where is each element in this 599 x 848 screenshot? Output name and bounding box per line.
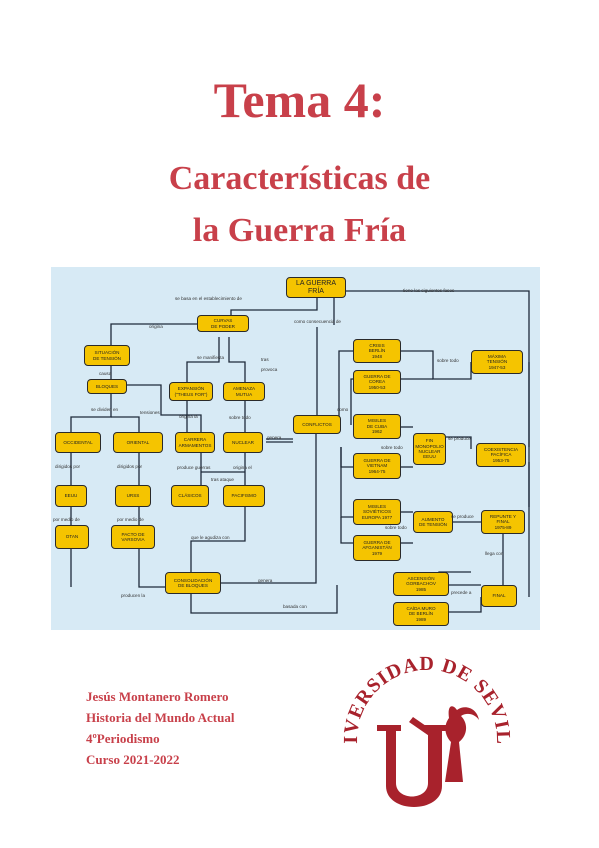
node-carrera-armamentos: CARRERA ARMAMENTOS [175, 432, 215, 453]
label-producen-la: producen la [121, 593, 146, 598]
label-genera-2: genera [258, 578, 273, 583]
title-line-2: la Guerra Fría [192, 212, 407, 249]
author-name: Jesús Montanero Romero [86, 689, 229, 704]
node-bloques: BLOQUES [87, 379, 127, 394]
node-consolidacion: CONSOLIDACIÓN DE BLOQUES [165, 572, 221, 594]
label-se-dividen: se dividen en [91, 407, 119, 412]
label-sobre-todo-2: sobre todo [437, 358, 459, 363]
course-year: Curso 2021-2022 [86, 752, 180, 767]
label-se-produce-1: se produce [448, 436, 471, 441]
title-line-1: Características de [168, 160, 431, 197]
label-tras-ataque: tras ataque [211, 477, 234, 482]
node-expansion: EXPANSIÓN ("THEUS FOR") [169, 382, 213, 401]
label-sobre-todo: sobre todo [229, 415, 251, 420]
node-curvas-poder: CURVAS DE PODER [197, 315, 249, 332]
label-por-medio-2: por medio de [117, 517, 144, 522]
label-produce-guerras: produce guerras [177, 465, 211, 470]
label-tiene-fases: tiene las siguientes fases [403, 288, 455, 293]
node-guerra-afganistan: GUERRA DE AFGANISTÁN 1979 [353, 535, 401, 561]
node-nuclear: NUCLEAR [223, 432, 263, 453]
node-aumento-tension: AUMENTO DE TENSIÓN [413, 511, 453, 533]
label-se-basa: se basa en el establecimiento de [175, 296, 242, 301]
node-amenaza-mutua: AMENAZA MUTUA [223, 382, 265, 401]
node-repunte-final: REPUNTE Y FINAL 1975-89 [481, 510, 525, 534]
node-conflictos: CONFLICTOS [293, 415, 341, 434]
node-otan: OTAN [55, 525, 89, 549]
degree: 4ºPeriodismo [86, 731, 160, 746]
node-situacion-tension: SITUACIÓN DE TENSIÓN [84, 345, 130, 366]
label-dirigidos-por-2: dirigidos por [117, 464, 143, 469]
node-guerra-fria: LA GUERRA FRÍA [286, 277, 346, 298]
node-clasicos: CLÁSICOS [171, 485, 209, 507]
label-precede-a: precede a [451, 590, 472, 595]
title-main: Tema 4: [213, 72, 386, 128]
label-tensiones: tensiones [140, 410, 160, 415]
course-name: Historia del Mundo Actual [86, 710, 235, 725]
label-que-la-agudiza: que le agudiza con [191, 535, 230, 540]
label-causa: causa [99, 371, 112, 376]
node-guerra-vietnam: GUERRA DE VIETNAM 1964-75 [353, 453, 401, 479]
label-origina: origina [149, 324, 163, 329]
label-por-medio-1: por medio de [53, 517, 80, 522]
node-fin-monopolio: FIN MONOPOLIO NUCLEAR EEUU [413, 433, 446, 465]
label-basado-en: basada con [283, 604, 307, 609]
author-block: Jesús Montanero Romero Historia del Mund… [86, 686, 234, 770]
concept-map: LA GUERRA FRÍA CURVAS DE PODER SITUACIÓN… [51, 267, 540, 630]
label-provoca: provoca [261, 367, 278, 372]
label-como: como [337, 407, 349, 412]
label-sobre-todo-4: sobre todo [385, 525, 407, 530]
node-pacifismo: PACIFISMO [223, 485, 265, 507]
node-eeuu: EEUU [55, 485, 87, 507]
node-fin: FINAL [481, 585, 517, 607]
node-misiles-cuba: MISILES DE CUBA 1962 [353, 414, 401, 439]
node-pacto-varsovia: PACTO DE VARSOVIA [111, 525, 155, 549]
label-se-manifiesta: se manifiesta [197, 355, 225, 360]
node-coexistencia: COEXISTENCIA PACÍFICA 1953-75 [476, 443, 526, 467]
concept-map-connectors [70, 290, 530, 614]
node-crisis-berlin: CRISIS BERLÍN 1948 [353, 339, 401, 363]
node-caida-muro: CAÍDA MURO DE BERLÍN 1989 [393, 602, 449, 626]
node-misiles-sovieticos: MISILES SOVIÉTICOS EUROPA 1977 [353, 499, 401, 525]
label-origina-la: origina la [179, 414, 198, 419]
label-genera: genera [267, 435, 282, 440]
label-como-consecuencia: como consecuencia de [294, 319, 341, 324]
node-maxima-tension: MÁXIMA TENSIÓN 1947-53 [471, 350, 523, 374]
university-logo: UNIVERSIDAD DE SEVILLA [337, 640, 513, 807]
node-guerra-corea: GUERRA DE COREA 1950-53 [353, 370, 401, 394]
label-sobre-todo-3: sobre todo [381, 445, 403, 450]
node-occidental: OCCIDENTAL [55, 432, 101, 453]
node-urss: URSS [115, 485, 151, 507]
node-ascension-gorbachov: ASCENSIÓN GORBACHOV 1985 [393, 572, 449, 596]
label-dirigidos-por-1: dirigidos por [55, 464, 81, 469]
label-origina-el: origina el [233, 465, 252, 470]
node-oriental: ORIENTAL [113, 432, 163, 453]
label-se-produce-2: se produce [451, 514, 474, 519]
label-tras: tras [261, 357, 269, 362]
label-llega-con: llega con [485, 551, 504, 556]
